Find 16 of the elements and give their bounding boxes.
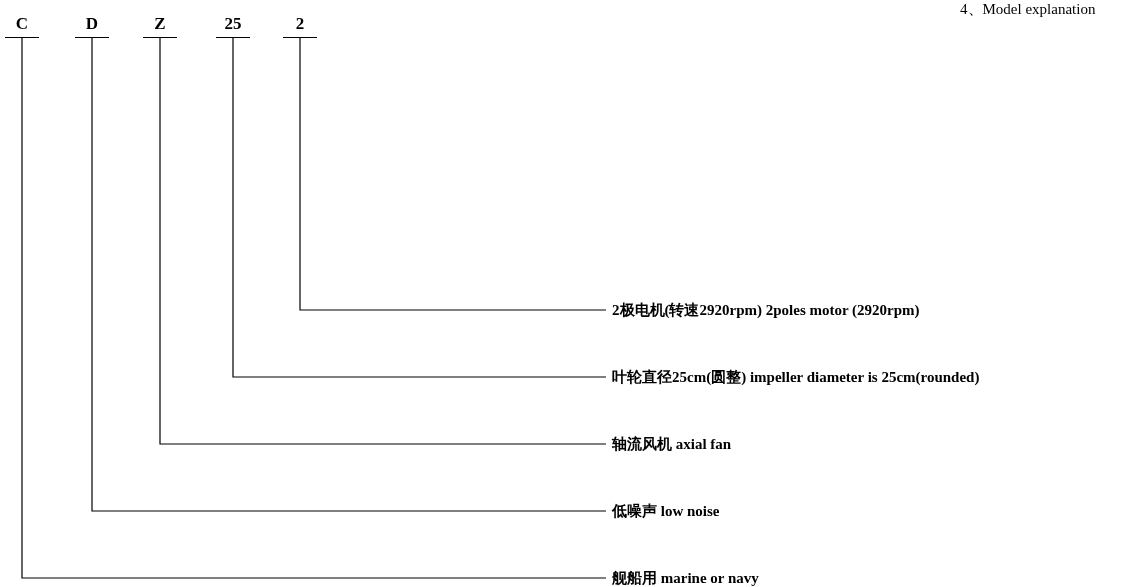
code-letter: Z bbox=[143, 13, 177, 38]
leader-line bbox=[91, 37, 607, 512]
leader-line bbox=[299, 37, 607, 311]
leader-line bbox=[21, 37, 607, 579]
leader-line bbox=[159, 37, 607, 445]
leader-line bbox=[232, 37, 607, 378]
description-text: 叶轮直径25cm(圆整) impeller diameter is 25cm(rounded) bbox=[612, 368, 980, 386]
description-text: 低噪声 low noise bbox=[612, 502, 720, 520]
code-letter: 2 bbox=[283, 13, 317, 38]
description-text: 舰船用 marine or navy bbox=[612, 569, 759, 587]
code-letter: D bbox=[75, 13, 109, 38]
code-letter: 25 bbox=[216, 13, 250, 38]
description-text: 2极电机(转速2920rpm) 2poles motor (2920rpm) bbox=[612, 301, 920, 319]
code-letter: C bbox=[5, 13, 39, 38]
description-text: 轴流风机 axial fan bbox=[612, 435, 732, 453]
title: 4、Model explanation bbox=[960, 0, 1096, 19]
